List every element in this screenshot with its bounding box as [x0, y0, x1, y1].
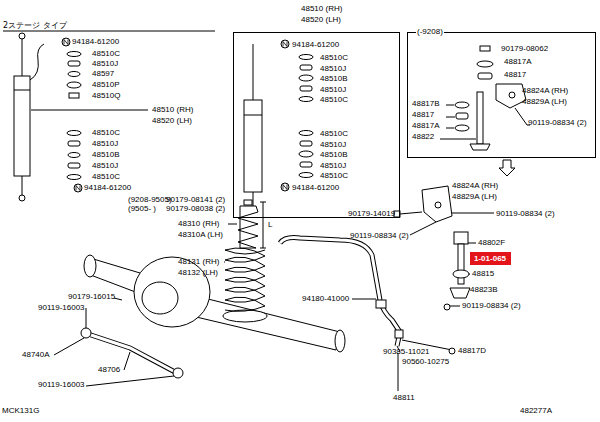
part-number: 90179-14019 — [348, 209, 395, 219]
highlight-box: 1-01-065 — [470, 252, 511, 265]
part-number: 94184-61200 — [84, 183, 131, 193]
part-number: L — [268, 220, 272, 230]
part-number: 2ステージ タイプ — [3, 21, 67, 31]
part-number: 482277A — [520, 406, 552, 416]
part-number: 48510J — [320, 140, 346, 150]
part-number: 48817D — [458, 346, 486, 356]
part-number: 48510C — [320, 95, 348, 105]
part-number: 90560-10275 — [402, 357, 449, 367]
part-number: 48510B — [92, 150, 120, 160]
part-number: 48310 (RH) — [178, 219, 219, 229]
part-number: 90119-08834 (2) — [462, 301, 521, 311]
part-number: 48706 — [98, 365, 120, 375]
part-number: 90179-08038 (2) — [166, 204, 225, 214]
part-number: 48597 — [92, 69, 114, 79]
part-number: 48510J — [320, 161, 346, 171]
part-number: 48823B — [470, 285, 498, 295]
part-number: (-9208) — [416, 27, 444, 37]
part-number: 48817 — [504, 70, 526, 80]
part-number: 48510J — [320, 64, 346, 74]
part-number: 48822 — [412, 132, 434, 142]
part-number: 1-01-065 — [474, 254, 506, 264]
part-number: 48510C — [320, 53, 348, 63]
part-number: 94184-61200 — [292, 40, 339, 50]
part-number: 48510C — [320, 171, 348, 181]
part-number: 48802F — [478, 238, 505, 248]
part-number: 94184-61200 — [292, 183, 339, 193]
part-number: 48132 (LH) — [178, 268, 218, 278]
part-number: 48510J — [92, 161, 118, 171]
part-number: 90179-08141 (2) — [166, 195, 225, 205]
part-number: 48510J — [92, 139, 118, 149]
part-number: 90179-16015 — [68, 292, 115, 302]
inset-box: 48510 (RH)48520 (LH)94184-6120048510C485… — [233, 32, 400, 218]
part-number: 94180-41000 — [302, 294, 349, 304]
part-number: (9505- ) — [128, 204, 156, 214]
part-number: 48817 — [412, 110, 434, 120]
part-number: 48510 (RH) — [301, 4, 342, 14]
part-number: 48510 (RH) — [152, 105, 193, 115]
part-number: 90385-11021 — [383, 347, 430, 357]
part-number: 48740A — [22, 350, 50, 360]
part-number: 48510C — [92, 128, 120, 138]
part-number: 90179-08062 — [501, 44, 548, 54]
part-number: 48510Q — [92, 91, 120, 101]
part-number: 48510J — [92, 59, 118, 69]
part-number: 48829A (LH) — [452, 192, 497, 202]
part-number: 48520 (LH) — [152, 116, 192, 126]
part-number: 90119-08834 (2) — [350, 231, 409, 241]
part-number: 48510J — [320, 85, 346, 95]
part-number: 90119-16003 — [38, 303, 85, 313]
part-number: 48510C — [320, 129, 348, 139]
part-number: MCK131G — [2, 406, 39, 416]
part-number: 48817A — [412, 121, 440, 131]
part-number: 90119-16003 — [38, 380, 85, 390]
part-number: 48510C — [92, 172, 120, 182]
part-number: 48520 (LH) — [301, 15, 341, 25]
part-number: 48817A — [504, 57, 532, 67]
part-number: 90119-08834 (2) — [496, 209, 555, 219]
part-number: 48824A (RH) — [452, 181, 498, 191]
part-number: 48510B — [320, 150, 348, 160]
part-number: 48131 (RH) — [178, 257, 219, 267]
inset-box: (-9208)90179-0806248817A4881748824A (RH)… — [407, 32, 596, 158]
part-number: 48510C — [92, 49, 120, 59]
part-number: 90119-08834 (2) — [528, 118, 587, 128]
part-number: 48829A (LH) — [522, 97, 567, 107]
part-number: 48510B — [320, 74, 348, 84]
part-number: (9208-9505) — [128, 195, 172, 205]
part-number: 94184-61200 — [72, 37, 119, 47]
part-number: 48310A (LH) — [178, 230, 223, 240]
part-number: 48817B — [412, 99, 440, 109]
part-number: 48811 — [393, 393, 415, 403]
part-number: 48510P — [92, 80, 120, 90]
part-number: 48815 — [472, 269, 494, 279]
part-number: 48824A (RH) — [522, 86, 568, 96]
